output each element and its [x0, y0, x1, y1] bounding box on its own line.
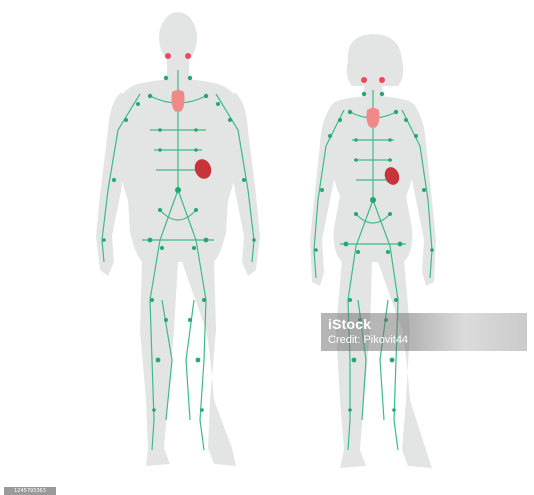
female-tonsil-right [379, 77, 385, 83]
female-figure [310, 34, 436, 468]
watermark-brand: iStock [328, 316, 371, 332]
female-hair [347, 34, 404, 86]
male-head [159, 12, 197, 64]
male-figure [96, 12, 260, 466]
istock-watermark: iStock Credit: Pikovit44 [321, 313, 527, 351]
watermark-credit: Credit: Pikovit44 [328, 334, 408, 346]
male-thymus [172, 90, 185, 112]
male-tonsil-right [185, 53, 191, 59]
female-right-leg [374, 260, 432, 468]
male-tonsil-left [165, 53, 171, 59]
female-tonsil-left [361, 77, 367, 83]
female-left-leg [336, 260, 372, 468]
stock-id-label: 1245793363 [4, 487, 56, 495]
female-thymus [367, 108, 380, 128]
